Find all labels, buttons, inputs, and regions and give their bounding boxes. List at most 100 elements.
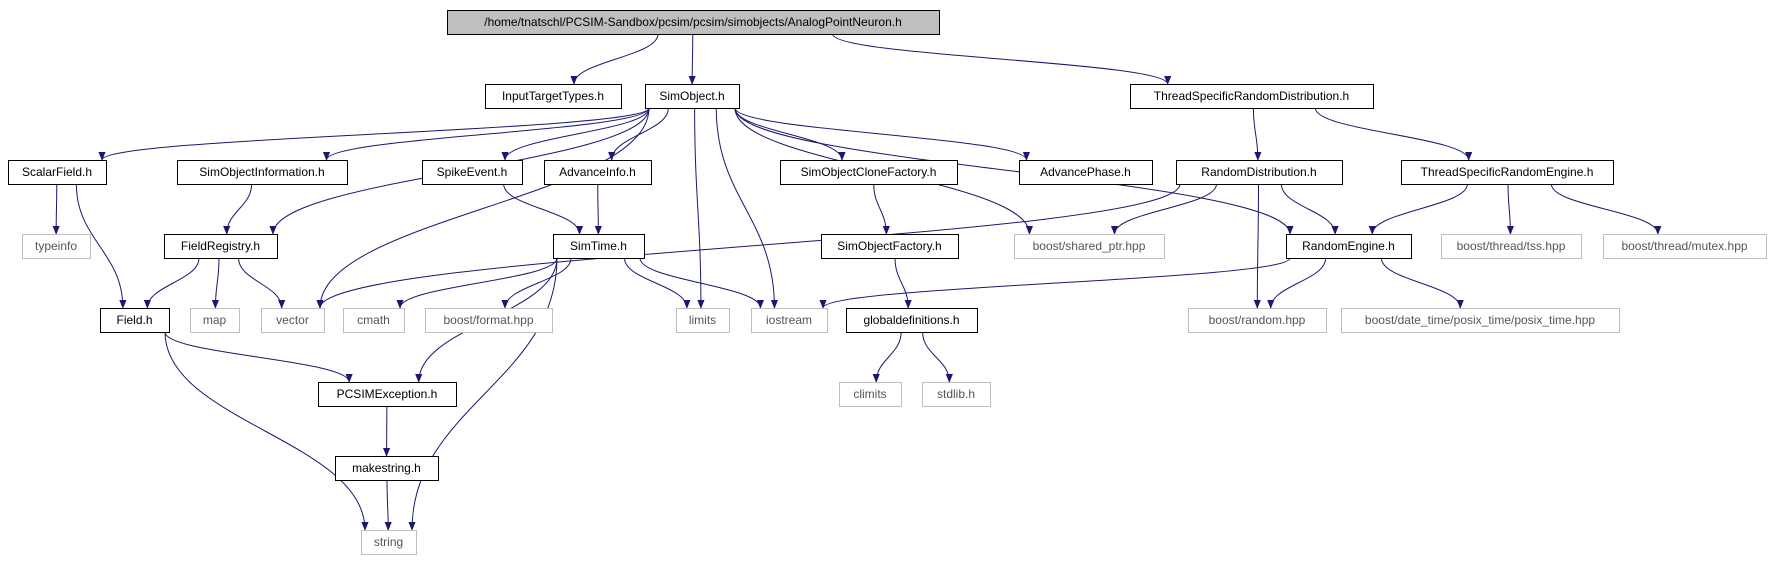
- node-box-boostrandom: [1188, 308, 1327, 333]
- node-boostrandom: boost/random.hpp: [1188, 308, 1327, 333]
- node-scalarfield[interactable]: ScalarField.h: [8, 160, 107, 185]
- edge-randomdist-to-vector: [316, 183, 1181, 309]
- node-box-simobject: [645, 84, 740, 109]
- node-label-simtime: SimTime.h: [570, 239, 627, 253]
- node-box-vector: [261, 308, 325, 333]
- edge-scalarfield-to-field: [75, 183, 127, 309]
- edge-simtime-to-format: [501, 257, 572, 309]
- node-globaldefs[interactable]: globaldefinitions.h: [846, 308, 978, 333]
- edge-tsrd-to-tsre: [1314, 107, 1473, 161]
- node-label-climits: climits: [853, 387, 886, 401]
- edge-simobject-to-iostream: [715, 107, 779, 309]
- node-clonefactory[interactable]: SimObjectCloneFactory.h: [780, 160, 958, 185]
- edge-randomdist-to-sharedptr: [1110, 183, 1217, 235]
- node-label-map: map: [203, 313, 227, 327]
- node-label-analog: /home/tnatschl/PCSIM-Sandbox/pcsim/pcsim…: [484, 15, 902, 29]
- node-advanceinfo[interactable]: AdvanceInfo.h: [544, 160, 652, 185]
- node-map: map: [190, 308, 240, 333]
- node-label-tsre: ThreadSpecificRandomEngine.h: [1421, 165, 1594, 179]
- node-simtime[interactable]: SimTime.h: [553, 234, 645, 259]
- node-box-sharedptr: [1014, 234, 1165, 259]
- node-box-scalarfield: [8, 160, 107, 185]
- node-box-stdlib: [922, 382, 991, 407]
- node-mutex: boost/thread/mutex.hpp: [1603, 234, 1767, 259]
- node-analog[interactable]: /home/tnatschl/PCSIM-Sandbox/pcsim/pcsim…: [447, 10, 940, 35]
- node-randomdist[interactable]: RandomDistribution.h: [1176, 160, 1343, 185]
- edge-simobject-to-randomengine: [734, 107, 1294, 235]
- edge-analog-to-tsrd: [832, 33, 1172, 85]
- node-label-simobject: SimObject.h: [659, 89, 724, 103]
- node-box-map: [190, 308, 240, 333]
- node-label-inputtarget: InputTargetTypes.h: [502, 89, 604, 103]
- node-box-simobjinfo: [177, 160, 348, 185]
- node-label-makestring: makestring.h: [352, 461, 421, 475]
- node-box-advancephase: [1019, 160, 1153, 185]
- node-box-tss: [1441, 234, 1582, 259]
- node-climits: climits: [839, 382, 902, 407]
- node-advancephase[interactable]: AdvancePhase.h: [1019, 160, 1153, 185]
- node-limits: limits: [676, 308, 730, 333]
- edge-advanceinfo-to-simtime: [594, 183, 602, 235]
- node-typeinfo: typeinfo: [22, 234, 91, 259]
- node-label-field: Field.h: [116, 313, 152, 327]
- edge-tsre-to-randomengine: [1368, 183, 1468, 235]
- node-box-inputtarget: [485, 84, 622, 109]
- node-inputtarget[interactable]: InputTargetTypes.h: [485, 84, 622, 109]
- edge-simobject-to-advancephase: [734, 107, 1030, 161]
- node-tsre[interactable]: ThreadSpecificRandomEngine.h: [1401, 160, 1614, 185]
- node-label-fieldregistry: FieldRegistry.h: [181, 239, 260, 253]
- edge-tsrd-to-randomdist: [1252, 107, 1262, 161]
- node-label-stdlib: stdlib.h: [937, 387, 975, 401]
- node-label-spikeevent: SpikeEvent.h: [437, 165, 508, 179]
- node-label-tsrd: ThreadSpecificRandomDistribution.h: [1154, 89, 1349, 103]
- node-label-cmath: cmath: [357, 313, 390, 327]
- node-makestring[interactable]: makestring.h: [335, 456, 439, 481]
- node-label-pcsimexception: PCSIMException.h: [337, 387, 438, 401]
- node-box-mutex: [1603, 234, 1767, 259]
- edge-randomengine-to-iostream: [819, 257, 1291, 309]
- node-label-typeinfo: typeinfo: [35, 239, 77, 253]
- node-vector: vector: [261, 308, 325, 333]
- edge-simobjinfo-to-fieldregistry: [223, 183, 253, 235]
- node-label-advancephase: AdvancePhase.h: [1040, 165, 1131, 179]
- edge-field-to-string: [164, 331, 369, 531]
- node-label-advanceinfo: AdvanceInfo.h: [559, 165, 636, 179]
- edge-randomengine-to-boostrandom: [1267, 257, 1327, 309]
- edge-simtime-to-limits: [624, 257, 691, 309]
- edge-fieldregistry-to-field: [143, 257, 200, 309]
- node-box-limits: [676, 308, 730, 333]
- node-label-format: boost/format.hpp: [443, 313, 533, 327]
- node-label-boostrandom: boost/random.hpp: [1209, 313, 1306, 327]
- node-randomengine[interactable]: RandomEngine.h: [1286, 234, 1412, 259]
- node-label-vector: vector: [276, 313, 309, 327]
- node-simobject[interactable]: SimObject.h: [645, 84, 740, 109]
- edge-spikeevent-to-simtime: [503, 183, 584, 235]
- node-box-makestring: [335, 456, 439, 481]
- edge-objfactory-to-globaldefs: [894, 257, 912, 309]
- edge-field-to-pcsimexception: [164, 331, 353, 383]
- node-box-simtime: [553, 234, 645, 259]
- edge-simobject-to-advanceinfo: [608, 107, 669, 161]
- edge-tsre-to-tss: [1506, 183, 1514, 235]
- node-pcsimexception[interactable]: PCSIMException.h: [318, 382, 457, 407]
- node-simobjinfo[interactable]: SimObjectInformation.h: [177, 160, 348, 185]
- node-label-string: string: [374, 535, 403, 549]
- node-box-string: [361, 530, 417, 555]
- node-fieldregistry[interactable]: FieldRegistry.h: [164, 234, 278, 259]
- node-field[interactable]: Field.h: [100, 308, 170, 333]
- nodes: /home/tnatschl/PCSIM-Sandbox/pcsim/pcsim…: [8, 10, 1767, 555]
- node-label-posixtime: boost/date_time/posix_time/posix_time.hp…: [1365, 313, 1595, 327]
- node-tsrd[interactable]: ThreadSpecificRandomDistribution.h: [1130, 84, 1374, 109]
- node-label-simobjinfo: SimObjectInformation.h: [199, 165, 324, 179]
- edge-makestring-to-string: [384, 479, 392, 531]
- node-spikeevent[interactable]: SpikeEvent.h: [422, 160, 523, 185]
- node-box-analog: [447, 10, 940, 35]
- node-box-posixtime: [1341, 308, 1620, 333]
- node-box-format: [425, 308, 553, 333]
- edge-randomdist-to-boostrandom: [1253, 183, 1261, 309]
- node-box-advanceinfo: [544, 160, 652, 185]
- node-box-typeinfo: [22, 234, 91, 259]
- node-objfactory[interactable]: SimObjectFactory.h: [821, 234, 959, 259]
- node-box-clonefactory: [780, 160, 958, 185]
